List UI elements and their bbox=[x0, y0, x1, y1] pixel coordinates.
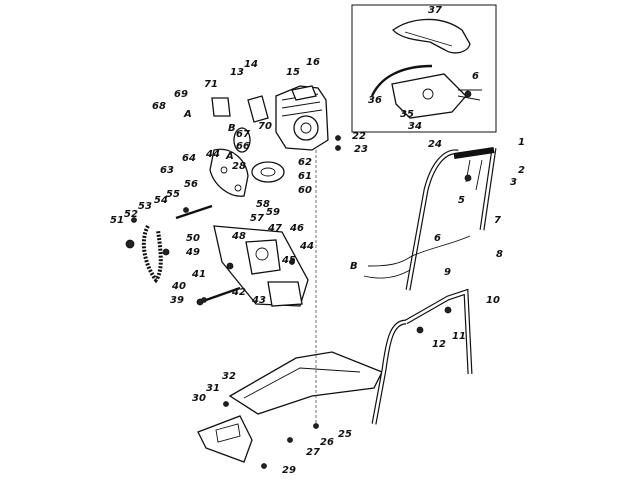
engine bbox=[211, 85, 329, 151]
label-59: 59 bbox=[266, 207, 280, 218]
label-46: 46 bbox=[290, 223, 304, 234]
label-39: 39 bbox=[170, 295, 184, 306]
label-53: 53 bbox=[138, 201, 152, 212]
label-50: 50 bbox=[186, 233, 200, 244]
label-14: 14 bbox=[244, 59, 258, 70]
label-22: 22 bbox=[352, 131, 366, 142]
label-16: 16 bbox=[306, 57, 320, 68]
pulleys bbox=[209, 127, 285, 197]
label-37: 37 bbox=[428, 5, 442, 16]
label-41: 41 bbox=[192, 269, 206, 280]
label-40: 40 bbox=[172, 281, 186, 292]
label-49: 49 bbox=[186, 247, 200, 258]
label-13: 13 bbox=[230, 67, 244, 78]
inset-detail bbox=[351, 4, 497, 133]
label-3: 3 bbox=[510, 177, 517, 188]
label-64: 64 bbox=[182, 153, 196, 164]
label-B2: B bbox=[350, 261, 358, 272]
label-A2: A bbox=[226, 151, 234, 162]
label-24: 24 bbox=[428, 139, 442, 150]
label-66: 66 bbox=[236, 141, 250, 152]
label-23: 23 bbox=[354, 144, 368, 155]
fasteners bbox=[131, 135, 341, 303]
label-5: 5 bbox=[458, 195, 465, 206]
label-68: 68 bbox=[152, 101, 166, 112]
drive-chain bbox=[125, 225, 170, 284]
label-25: 25 bbox=[338, 429, 352, 440]
label-8: 8 bbox=[496, 249, 503, 260]
label-69: 69 bbox=[174, 89, 188, 100]
label-A1: A bbox=[184, 109, 192, 120]
label-27: 27 bbox=[306, 447, 320, 458]
label-11: 11 bbox=[452, 331, 466, 342]
label-10: 10 bbox=[486, 295, 500, 306]
label-31: 31 bbox=[206, 383, 220, 394]
label-B1: B bbox=[228, 123, 236, 134]
label-55: 55 bbox=[166, 189, 180, 200]
label-57: 57 bbox=[250, 213, 264, 224]
label-47: 47 bbox=[268, 223, 282, 234]
label-7: 7 bbox=[494, 215, 501, 226]
label-34: 34 bbox=[408, 121, 422, 132]
label-42: 42 bbox=[232, 287, 246, 298]
label-43: 43 bbox=[252, 295, 266, 306]
label-9: 9 bbox=[444, 267, 451, 278]
label-58: 58 bbox=[256, 199, 270, 210]
label-12: 12 bbox=[432, 339, 446, 350]
label-35: 35 bbox=[400, 109, 414, 120]
handle-assembly bbox=[363, 147, 497, 425]
label-26: 26 bbox=[320, 437, 334, 448]
label-60: 60 bbox=[298, 185, 312, 196]
label-63: 63 bbox=[160, 165, 174, 176]
label-51: 51 bbox=[110, 215, 124, 226]
label-62: 62 bbox=[298, 157, 312, 168]
label-56: 56 bbox=[184, 179, 198, 190]
label-2: 2 bbox=[518, 165, 525, 176]
label-1: 1 bbox=[518, 137, 525, 148]
label-29: 29 bbox=[282, 465, 296, 476]
label-67: 67 bbox=[236, 129, 250, 140]
label-30: 30 bbox=[192, 393, 206, 404]
label-44-mid: 44 bbox=[300, 241, 314, 252]
label-70: 70 bbox=[258, 121, 272, 132]
label-6-handle: 6 bbox=[434, 233, 441, 244]
label-28: 28 bbox=[232, 161, 246, 172]
label-54: 54 bbox=[154, 195, 168, 206]
label-6-inset: 6 bbox=[472, 71, 479, 82]
label-52: 52 bbox=[124, 209, 138, 220]
base-housing bbox=[197, 150, 383, 469]
label-32: 32 bbox=[222, 371, 236, 382]
label-44-top: 44 bbox=[206, 149, 220, 160]
label-45: 45 bbox=[282, 255, 296, 266]
label-71: 71 bbox=[204, 79, 218, 90]
drive-assembly bbox=[175, 204, 309, 307]
label-15: 15 bbox=[286, 67, 300, 78]
label-36: 36 bbox=[368, 95, 382, 106]
label-61: 61 bbox=[298, 171, 312, 182]
label-48: 48 bbox=[232, 231, 246, 242]
